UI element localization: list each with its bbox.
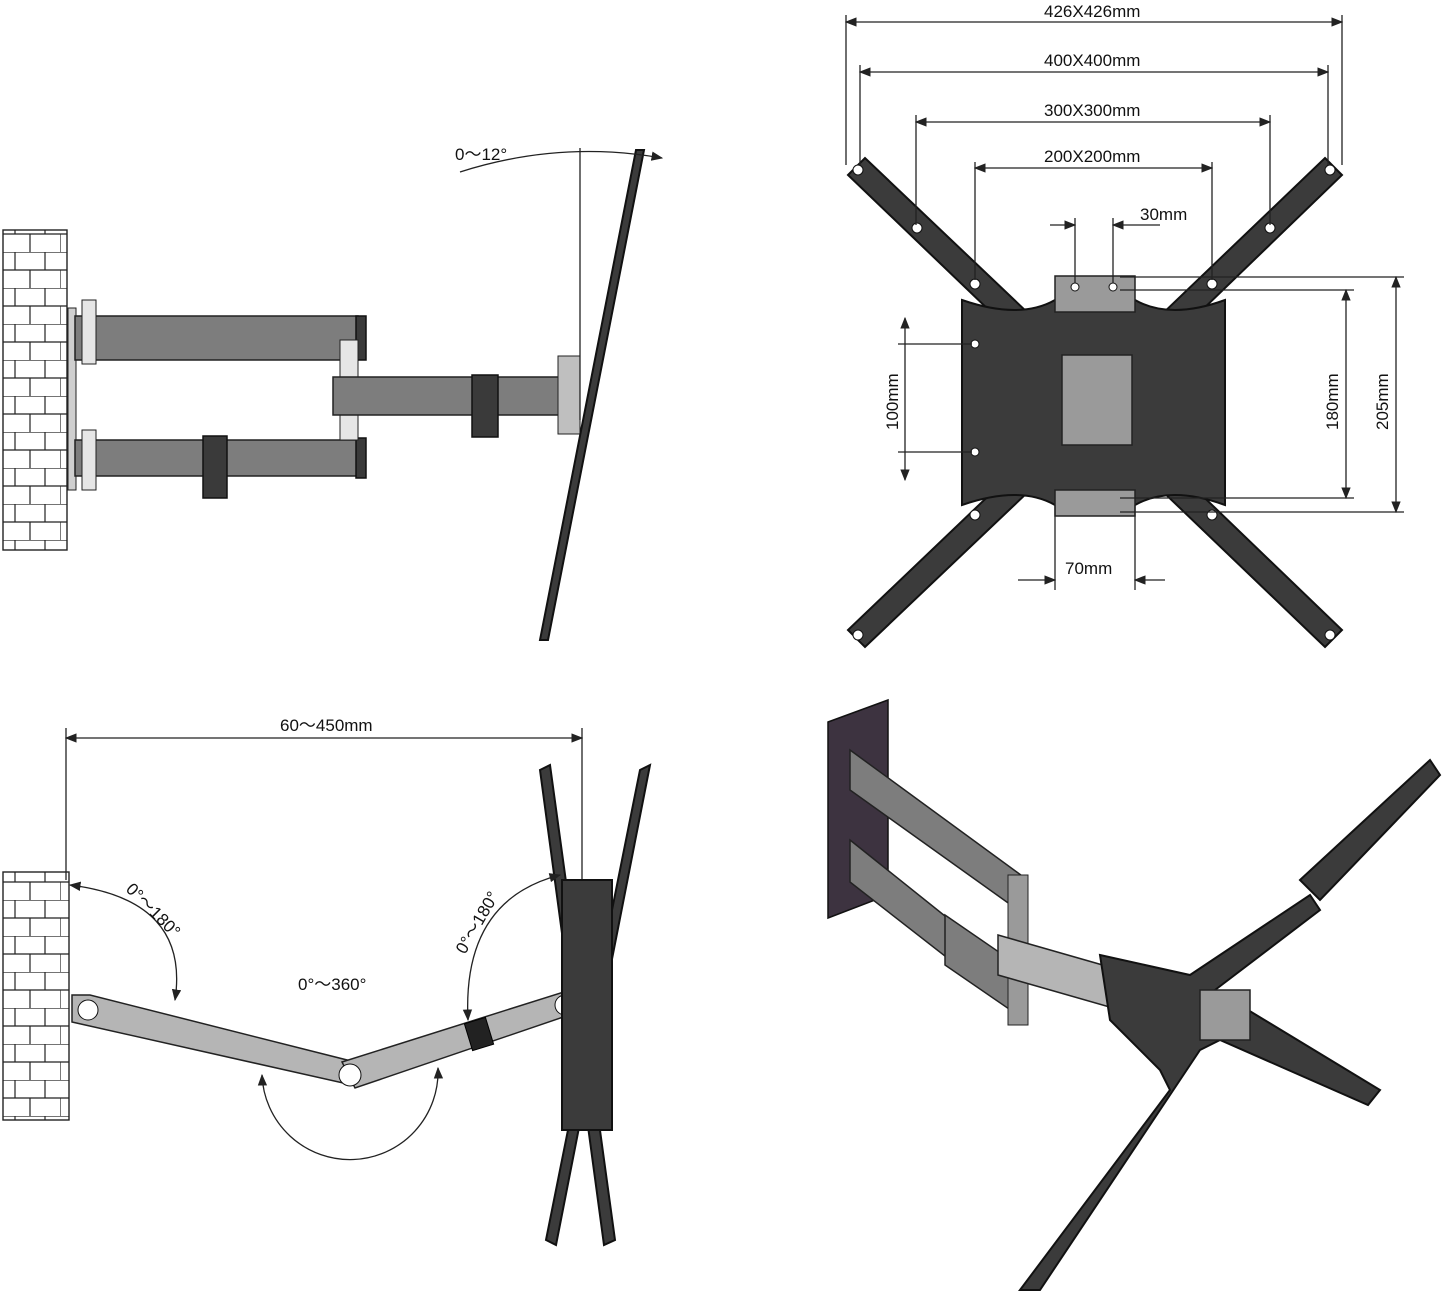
- hole: [1206, 278, 1218, 290]
- hole: [969, 278, 981, 290]
- bracket-arm-3d: [1298, 758, 1442, 902]
- swivel-head-arc: [462, 873, 562, 1022]
- dim-70: 70mm: [1065, 559, 1112, 578]
- swivel-middle-arc: [257, 1066, 444, 1161]
- arm-clip: [471, 374, 499, 438]
- tv-plate-center: [561, 879, 613, 1131]
- pivot-post: [81, 299, 97, 365]
- mounting-holes: [852, 164, 1336, 641]
- tv-bracket-3d: [1018, 893, 1382, 1291]
- pivot-post: [81, 429, 97, 491]
- hole: [1070, 282, 1080, 292]
- dim-426: 426X426mm: [1044, 2, 1140, 21]
- lower-arm-end: [355, 437, 367, 479]
- first-arm: [71, 994, 356, 1086]
- pivot-joint: [77, 999, 99, 1021]
- second-arm: [340, 989, 579, 1089]
- pivot-joint: [338, 1063, 362, 1087]
- hole: [1324, 164, 1336, 176]
- dim-30: 30mm: [1140, 205, 1187, 224]
- upper-arm: [74, 315, 359, 361]
- arm-clip: [202, 435, 228, 499]
- dim-180: 180mm: [1323, 373, 1342, 430]
- swivel-wall-label: 0°～180°: [122, 879, 184, 941]
- hole: [970, 447, 980, 457]
- hole: [969, 509, 981, 521]
- hole: [852, 164, 864, 176]
- side-view-tilt: 0～12°: [2, 145, 664, 641]
- brick-wall: [2, 871, 70, 1121]
- hole: [1324, 629, 1336, 641]
- pivot-block-3d: [1199, 989, 1251, 1041]
- tilt-label: 0～12°: [455, 145, 507, 164]
- perspective-view: [827, 698, 1442, 1291]
- swivel-wall-arc: [68, 881, 182, 1002]
- hole: [1108, 282, 1118, 292]
- swivel-middle-label: 0°～360°: [298, 975, 366, 994]
- vesa-dimensions: 426X426mm 400X400mm 300X300mm 200X200mm …: [844, 2, 1404, 590]
- dim-205: 205mm: [1373, 373, 1392, 430]
- brick-wall: [2, 229, 68, 551]
- top-view-swivel: 60～450mm 0°～180° 0°～360° 0°～180°: [2, 716, 652, 1247]
- extension-label: 60～450mm: [280, 716, 373, 735]
- tv-plate-tilted: [538, 149, 646, 641]
- hole: [970, 339, 980, 349]
- pivot-block: [1061, 354, 1133, 446]
- middle-arm: [332, 376, 564, 416]
- dim-200: 200X200mm: [1044, 147, 1140, 166]
- dim-400: 400X400mm: [1044, 51, 1140, 70]
- top-wall-tab: [1054, 275, 1136, 313]
- hole: [852, 629, 864, 641]
- dim-100: 100mm: [883, 373, 902, 430]
- vesa-plate-view: 426X426mm 400X400mm 300X300mm 200X200mm …: [844, 2, 1404, 649]
- hole: [911, 222, 923, 234]
- tilt-head: [557, 355, 581, 435]
- wall-plate: [67, 307, 77, 491]
- tilt-arc: [459, 150, 664, 173]
- dim-300: 300X300mm: [1044, 101, 1140, 120]
- upper-arm-end: [355, 315, 367, 361]
